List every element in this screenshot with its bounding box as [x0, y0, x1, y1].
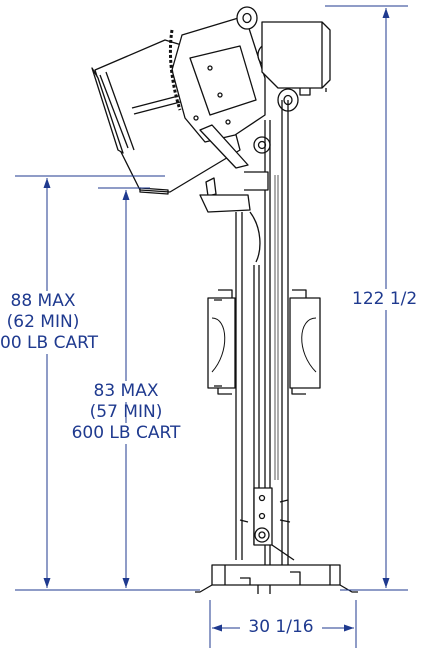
- inner-height-min: (57 MIN): [89, 402, 163, 422]
- left-height-label: 88 MAX (62 MIN) 00 LB CART: [0, 291, 99, 354]
- tipping-arm: [168, 15, 266, 197]
- lower-carriage: [239, 487, 295, 561]
- overall-height-label: 122 1/2: [352, 289, 438, 310]
- base-width-label: 30 1/16: [240, 617, 322, 638]
- inner-height-cart: 600 LB CART: [66, 423, 186, 444]
- inner-height-label: 83 MAX (57 MIN) 600 LB CART: [66, 381, 186, 444]
- lift-machine: [91, 6, 358, 594]
- inner-height-max: 83 MAX: [93, 381, 159, 402]
- base-frame: [195, 564, 358, 594]
- left-height-min: (62 MIN): [0, 312, 86, 333]
- left-height-cart: 00 LB CART: [0, 333, 99, 354]
- left-height-max: 88 MAX: [0, 291, 86, 312]
- motor-housing: [261, 21, 331, 96]
- mast-brackets: [207, 289, 321, 395]
